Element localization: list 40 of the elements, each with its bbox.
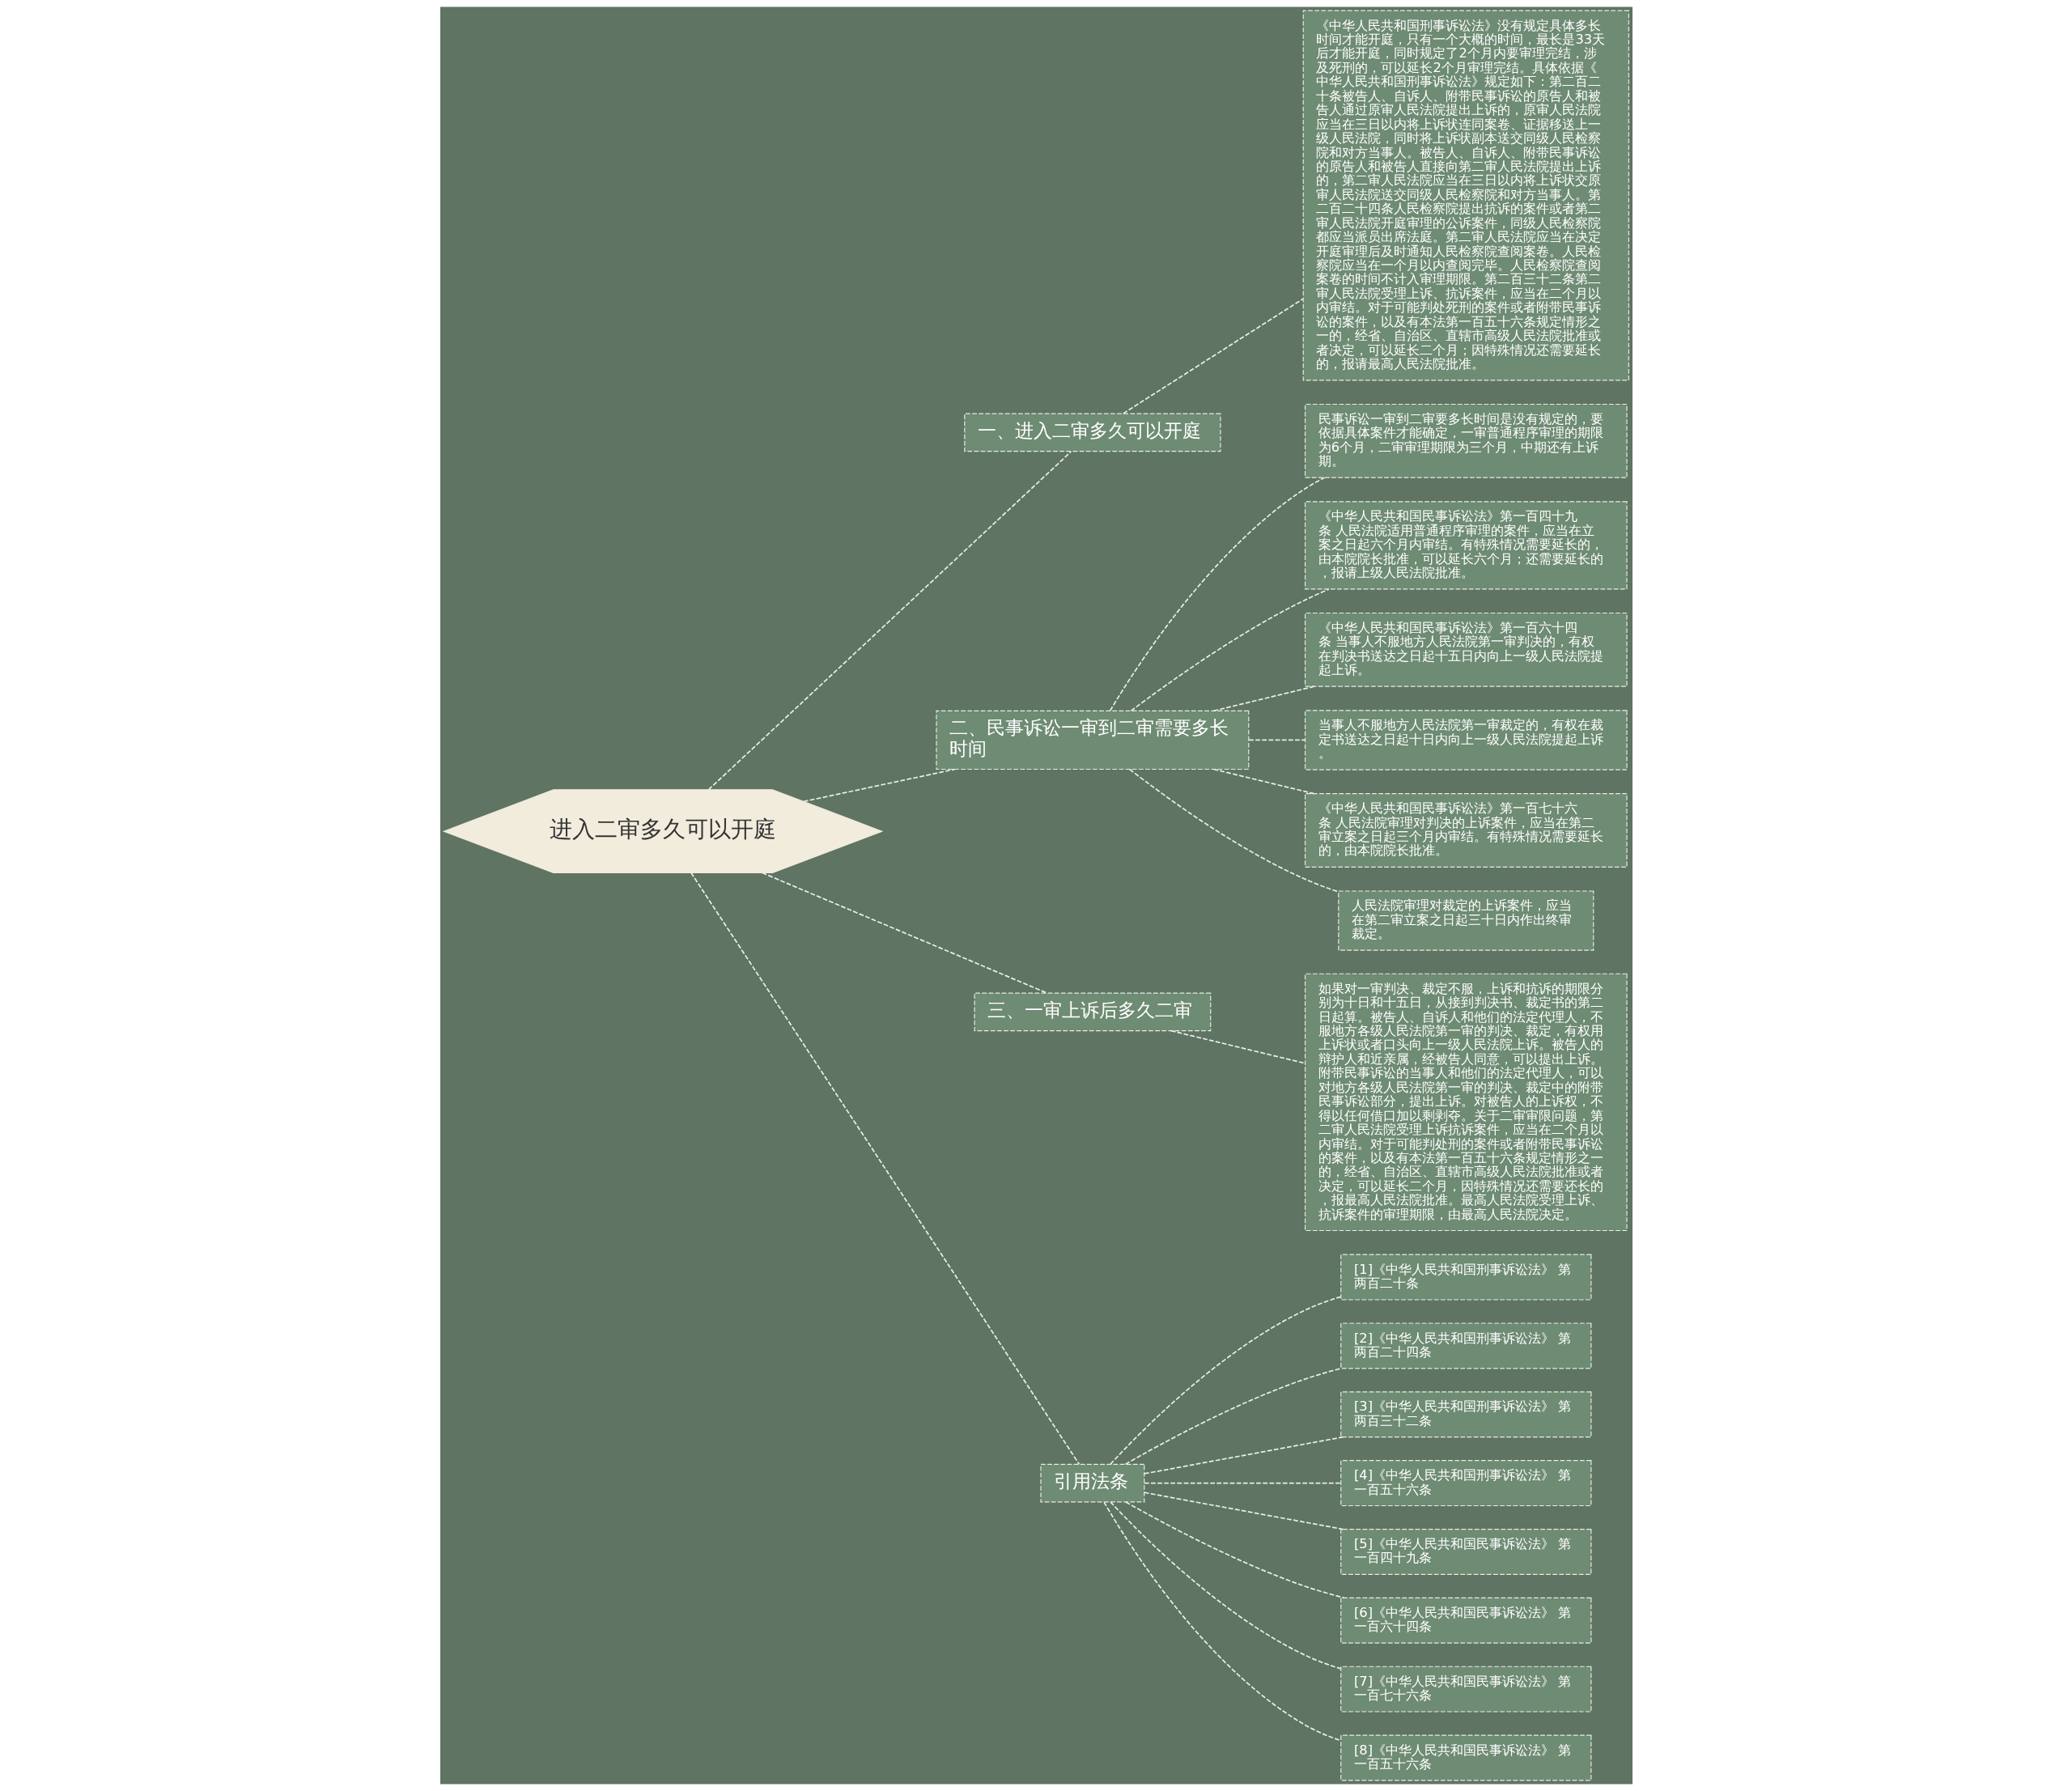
node-box: 当事人不服地方人民法院第一审裁定的，有权在裁定书送达之日起十日内向上一级人民法院提起上诉。	[1304, 710, 1628, 770]
connector	[1128, 768, 1339, 893]
connector	[1247, 739, 1306, 741]
connector	[1143, 1492, 1344, 1530]
node-box: [5]《中华人民共和国民事诉讼法》 第一百四十九条	[1340, 1528, 1591, 1575]
node-box: [3]《中华人民共和国刑事诉讼法》 第两百三十二条	[1340, 1391, 1591, 1438]
node-box: [2]《中华人民共和国刑事诉讼法》 第两百二十四条	[1340, 1322, 1591, 1369]
node-box: 一、进入二审多久可以开庭	[963, 413, 1221, 452]
node-box: 民事诉讼一审到二审要多长时间是没有规定的，要依据具体案件才能确定，一审普通程序审理的期限为6个月，二审审理期限为三个月，中期还有上诉期。	[1304, 403, 1628, 478]
node-box: [6]《中华人民共和国民事诉讼法》 第一百六十四条	[1340, 1597, 1591, 1644]
node-box: 如果对一审判决、裁定不服，上诉和抗诉的期限分别为十日和十五日，从接到判决书、裁定书的第二日起算。被告人、自诉人和他们的法定代理人，不服地方各级人民法院第一审的判决、裁定，有权用上诉状或者口头向上一级人民法院上诉。被告人的辩护人和近亲属，经被告人同意，可以提出上诉。附带民事诉讼的当事人和他们的法定代理人，可以对地方各级人民法院第一审的判决、裁定中的附带民事诉讼部分，提出上诉。对被告人的上诉权，不得以任何借口加以剩剥夺。关于二审审限问题，第二审人民法院受理上诉抗诉案件，应当在二个月以内审结。对于可能判处刑的案件或者附带民事诉讼的案件，以及有本法第一百五十六条规定情形之一的，经省、自治区、直辖市高级人民法院批准或者决定，可以延长二个月，因特殊情况还需要还长的，报最高人民法院批准。最高人民法院受理上诉、抗诉案件的审理期限，由最高人民法院决定。	[1304, 973, 1628, 1232]
node-box: [8]《中华人民共和国民事诉讼法》 第一百五十六条	[1340, 1734, 1591, 1781]
node-box: [1]《中华人民共和国刑事诉讼法》 第两百二十条	[1340, 1254, 1591, 1301]
node-box: 二、民事诉讼一审到二审需要多长时间	[935, 710, 1249, 770]
connector	[1109, 1501, 1341, 1670]
connector	[1124, 1501, 1344, 1599]
connector	[1143, 1482, 1341, 1484]
connector	[1212, 768, 1314, 795]
connector	[1170, 1029, 1306, 1064]
connector	[1109, 1296, 1341, 1465]
node-box: 三、一审上诉后多久二审	[973, 992, 1211, 1032]
node-box: 人民法院审理对裁定的上诉案件，应当在第二审立案之日起三十日内作出终审裁定。	[1337, 890, 1594, 951]
connector	[1212, 685, 1314, 712]
node-box: [4]《中华人民共和国刑事诉讼法》 第一百五十六条	[1340, 1460, 1591, 1507]
node-box: 《中华人民共和国民事诉讼法》第一百六十四条 当事人不服地方人民法院第一审判决的，有权在判决书送达之日起十五日内向上一级人民法院提起上诉。	[1304, 612, 1628, 687]
connector	[690, 872, 1080, 1466]
node-box: 《中华人民共和国民事诉讼法》第一百七十六条 人民法院审理对判决的上诉案件，应当在第二审立案之日起三个月内审结。有特殊情况需要延长的，由本院院长批准。	[1304, 793, 1628, 868]
connector	[1143, 1436, 1344, 1475]
connector	[707, 451, 1072, 791]
connector	[1102, 1501, 1342, 1742]
connector	[1130, 588, 1330, 712]
connector	[1124, 1368, 1342, 1466]
connector	[1122, 298, 1304, 414]
connector	[802, 768, 955, 803]
connector	[1109, 477, 1325, 711]
node-box: 引用法条	[1039, 1463, 1144, 1503]
node-box: [7]《中华人民共和国民事诉讼法》 第一百七十六条	[1340, 1666, 1591, 1712]
connector	[761, 872, 1047, 994]
node-box: 《中华人民共和国刑事诉讼法》没有规定具体多长时间才能开庭，只有一个大概的时间，最长是33天后才能开庭，同时规定了2个月内要审理完结，涉及死刑的，可以延长2个月审理完结。具体依据《中华人民共和国刑事诉讼法》规定如下：第二百二十条被告人、自诉人、附带民事诉讼的原告人和被告人通过原审人民法院提出上诉的，原审人民法院应当在三日以内将上诉状连同案卷、证据移送上一级人民法院，同时将上诉状副本送交同级人民检察院和对方当事人。被告人、自诉人、附带民事诉讼的原告人和被告人直接向第二审人民法院提出上诉的，第二审人民法院应当在三日以内将上诉状交原审人民法院送交同级人民检察院和对方当事人。第二百二十四条人民检察院提出抗诉的案件或者第二审人民法院开庭审理的公诉案件，同级人民检察院都应当派员出席法庭。第二审人民法院应当在决定开庭审理后及时通知人民检察院查阅案卷。人民检察院应当在一个月以内查阅完毕。人民检察院查阅案卷的时间不计入审理期限。第二百三十二条第二审人民法院受理上诉、抗诉案件，应当在二个月以内审结。对于可能判处死刑的案件或者附带民事诉讼的案件，以及有本法第一百五十六条规定情形之一的，经省、自治区、直辖市高级人民法院批准或者决定，可以延长二个月；因特殊情况还需要延长的，报请最高人民法院批准。	[1302, 10, 1629, 381]
node-box: 《中华人民共和国民事诉讼法》第一百四十九条 人民法院适用普通程序审理的案件，应当在立案之日起六个月内审结。有特殊情况需要延长的，由本院院长批准，可以延长六个月；还需要延长的，报请上级人民法院批准。	[1304, 501, 1628, 590]
